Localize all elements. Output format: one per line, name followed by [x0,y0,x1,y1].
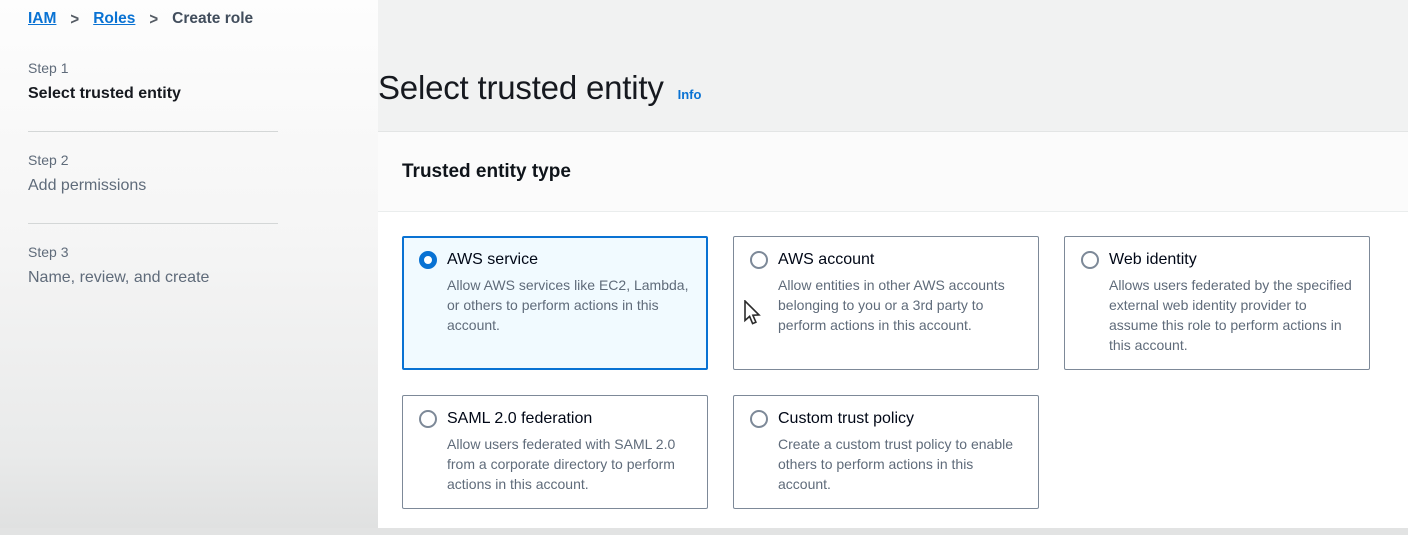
radio-unselected-icon[interactable] [750,410,768,428]
breadcrumb-separator-icon: > [149,9,159,29]
breadcrumb-current: Create role [172,10,254,27]
breadcrumb-separator-icon: > [70,9,80,29]
option-label: Custom trust policy [778,410,915,427]
option-description: Allows users federated by the specified … [1109,277,1352,353]
option-label: Web identity [1109,251,1197,268]
wizard-step-item[interactable]: Step 2 Add permissions [28,132,278,224]
option-head: AWS account [750,251,1022,269]
breadcrumb-link[interactable]: IAM [28,10,57,27]
radio-unselected-icon[interactable] [419,410,437,428]
option-label: AWS service [447,251,538,268]
info-link[interactable]: Info [677,87,702,102]
option-label: AWS account [778,251,875,268]
option-head: Web identity [1081,251,1353,269]
step-number-label: Step 2 [28,152,69,168]
wizard-step-item[interactable]: Step 3 Name, review, and create [28,224,278,315]
radio-selected-icon[interactable] [419,251,437,269]
step-title: Select trusted entity [28,85,181,102]
option-description: Create a custom trust policy to enable o… [778,436,1014,492]
wizard-step-item[interactable]: Step 1 Select trusted entity [28,40,278,132]
page-title-row: Select trusted entity Info [378,0,1408,131]
option-head: Custom trust policy [750,410,1022,428]
option-description: Allow users federated with SAML 2.0 from… [447,436,676,492]
option-head: AWS service [419,251,691,269]
step-title: Add permissions [28,177,147,194]
radio-unselected-icon[interactable] [1081,251,1099,269]
page-bottom-edge [0,528,1408,535]
main-content: Select trusted entity Info Trusted entit… [378,0,1408,535]
step-number-label: Step 3 [28,244,69,260]
radio-unselected-icon[interactable] [750,251,768,269]
section-heading: Trusted entity type [402,160,571,182]
step-number-label: Step 1 [28,60,69,76]
option-label: SAML 2.0 federation [447,410,593,427]
breadcrumb-link[interactable]: Roles [93,10,136,27]
option-description: Allow entities in other AWS accounts bel… [778,277,1005,333]
step-title: Name, review, and create [28,269,210,286]
option-description: Allow AWS services like EC2, Lambda, or … [447,277,689,333]
container-header: Trusted entity type [378,132,1408,212]
option-head: SAML 2.0 federation [419,410,691,428]
page-title: Select trusted entity [378,69,664,106]
